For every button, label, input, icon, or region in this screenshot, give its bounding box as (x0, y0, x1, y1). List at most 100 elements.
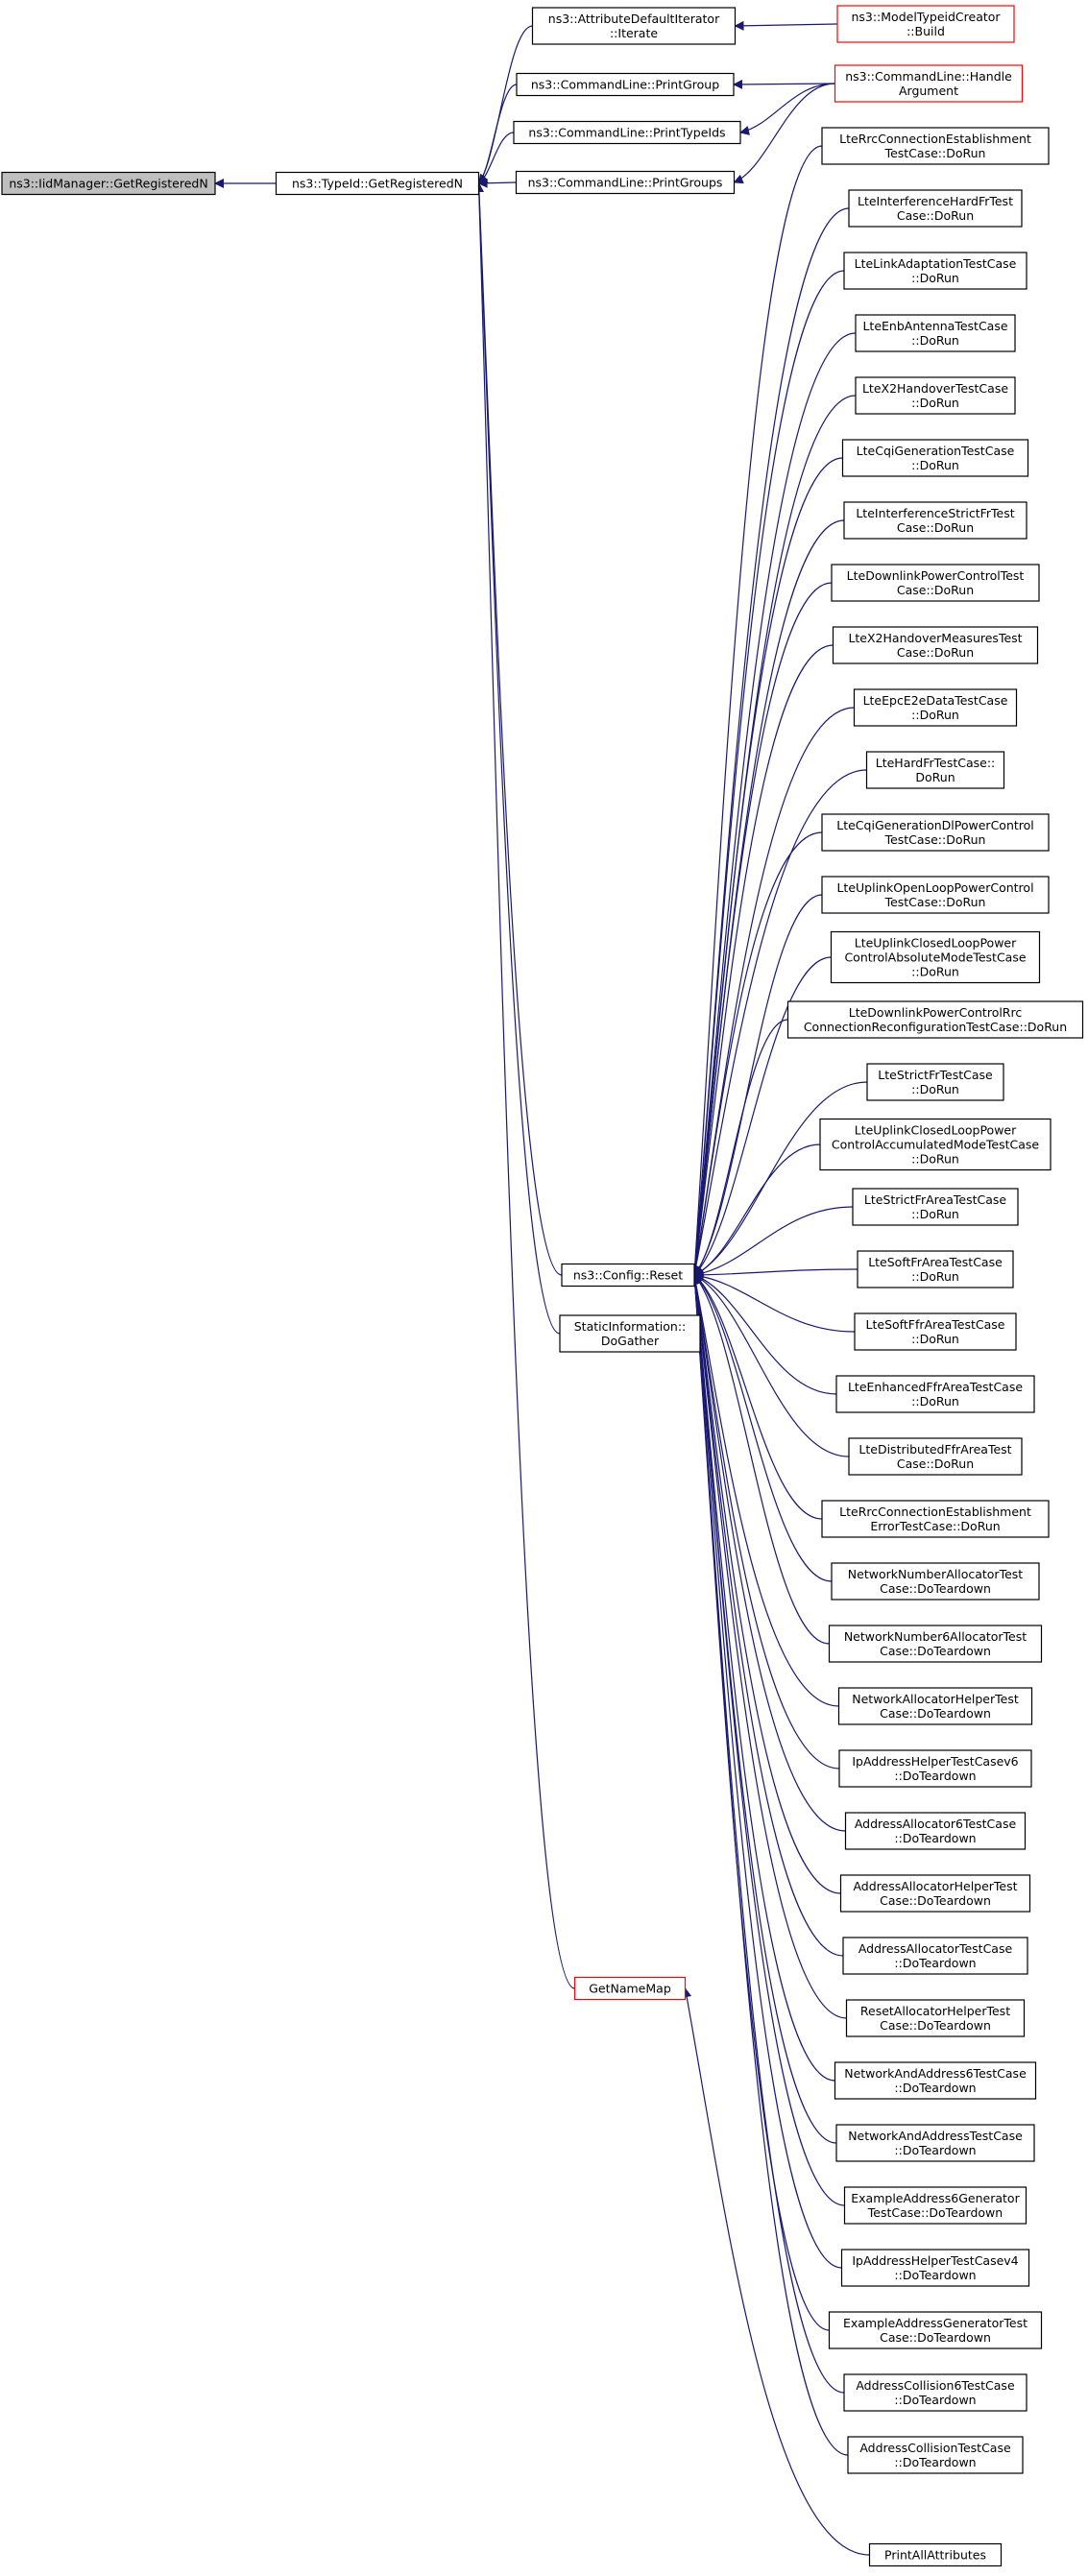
node-box[interactable] (841, 439, 1029, 477)
node-box[interactable] (513, 120, 741, 145)
node-staticInfo[interactable]: StaticInformation::DoGather (559, 1314, 701, 1353)
node-c13[interactable]: LteUplinkClosedLoopPowerControlAbsoluteM… (830, 930, 1041, 984)
node-c2[interactable]: LteLinkAdaptationTestCase::DoRun (843, 252, 1028, 290)
node-c18[interactable]: LteSoftFrAreaTestCase::DoRun (857, 1250, 1014, 1288)
node-box[interactable] (561, 1263, 695, 1288)
node-box[interactable] (821, 876, 1050, 914)
node-c14[interactable]: LteDownlinkPowerControlRrcConnectionReco… (786, 1000, 1084, 1039)
node-box[interactable] (843, 252, 1028, 290)
node-box[interactable] (838, 1749, 1032, 1788)
node-c28[interactable]: AddressAllocatorHelperTestCase::DoTeardo… (839, 1874, 1031, 1913)
node-printGroups[interactable]: ns3::CommandLine::PrintGroups (515, 170, 736, 195)
node-c11[interactable]: LteCqiGenerationDlPowerControlTestCase::… (821, 813, 1050, 852)
node-box[interactable] (852, 1188, 1019, 1226)
node-c25[interactable]: NetworkAllocatorHelperTestCase::DoTeardo… (837, 1687, 1033, 1725)
node-box[interactable] (821, 127, 1050, 165)
node-c33[interactable]: ExampleAddress6GeneratorTestCase::DoTear… (843, 2186, 1028, 2225)
node-box[interactable] (848, 1437, 1023, 1476)
node-box[interactable] (843, 501, 1028, 540)
node-c16[interactable]: LteUplinkClosedLoopPowerControlAccumulat… (819, 1118, 1052, 1171)
node-box[interactable] (1, 171, 216, 196)
node-box[interactable] (830, 930, 1041, 984)
node-c34[interactable]: IpAddressHelperTestCasev4::DoTeardown (840, 2249, 1030, 2287)
node-box[interactable] (786, 1000, 1084, 1039)
node-box[interactable] (854, 1312, 1017, 1351)
node-c36[interactable]: AddressCollision6TestCase::DoTeardown (843, 2373, 1028, 2412)
node-box[interactable] (832, 626, 1039, 664)
node-c37[interactable]: AddressCollisionTestCase::DoTeardown (847, 2436, 1024, 2474)
node-c4[interactable]: LteX2HandoverTestCase::DoRun (855, 376, 1016, 415)
node-printGroup[interactable]: ns3::CommandLine::PrintGroup (516, 72, 735, 97)
node-box[interactable] (839, 1874, 1031, 1913)
node-box[interactable] (559, 1314, 701, 1353)
node-c31[interactable]: NetworkAndAddress6TestCase::DoTeardown (834, 2061, 1037, 2100)
node-box[interactable] (857, 1250, 1014, 1288)
node-box[interactable] (868, 2542, 1003, 2567)
node-root[interactable]: ns3::IidManager::GetRegisteredN (1, 171, 216, 196)
node-c3[interactable]: LteEnbAntennaTestCase::DoRun (855, 314, 1016, 352)
node-c32[interactable]: NetworkAndAddressTestCase::DoTeardown (835, 2124, 1035, 2162)
node-box[interactable] (847, 2436, 1024, 2474)
node-box[interactable] (515, 170, 736, 195)
node-c26[interactable]: IpAddressHelperTestCasev6::DoTeardown (838, 1749, 1032, 1788)
node-c27[interactable]: AddressAllocator6TestCase::DoTeardown (844, 1812, 1027, 1850)
node-box[interactable] (855, 376, 1016, 415)
node-box[interactable] (531, 7, 737, 45)
node-box[interactable] (835, 1375, 1035, 1413)
node-c23[interactable]: NetworkNumberAllocatorTestCase::DoTeardo… (831, 1562, 1040, 1601)
node-printAll[interactable]: PrintAllAttributes (868, 2542, 1003, 2567)
node-box[interactable] (831, 1562, 1040, 1601)
node-box[interactable] (843, 2373, 1028, 2412)
node-c17[interactable]: LteStrictFrAreaTestCase::DoRun (852, 1188, 1019, 1226)
node-box[interactable] (275, 171, 480, 196)
node-getNameMap[interactable]: GetNameMap (573, 1976, 687, 2001)
node-box[interactable] (840, 2249, 1030, 2287)
node-c5[interactable]: LteCqiGenerationTestCase::DoRun (841, 439, 1029, 477)
node-c9[interactable]: LteEpcE2eDataTestCase::DoRun (853, 688, 1018, 727)
node-c0[interactable]: LteRrcConnectionEstablishmentTestCase::D… (821, 127, 1050, 165)
node-box[interactable] (848, 189, 1023, 228)
node-box[interactable] (853, 688, 1018, 727)
node-c12[interactable]: LteUplinkOpenLoopPowerControlTestCase::D… (821, 876, 1050, 914)
node-printTypeIds[interactable]: ns3::CommandLine::PrintTypeIds (513, 120, 741, 145)
node-box[interactable] (855, 314, 1016, 352)
node-attrIter[interactable]: ns3::AttributeDefaultIterator::Iterate (531, 7, 737, 45)
node-box[interactable] (831, 564, 1040, 602)
node-typeid[interactable]: ns3::TypeId::GetRegisteredN (275, 171, 480, 196)
node-box[interactable] (835, 2124, 1035, 2162)
node-box[interactable] (573, 1976, 687, 2001)
node-box[interactable] (845, 1999, 1026, 2037)
node-box[interactable] (866, 1063, 1004, 1101)
node-box[interactable] (828, 2311, 1043, 2349)
node-c19[interactable]: LteSoftFfrAreaTestCase::DoRun (854, 1312, 1017, 1351)
node-box[interactable] (843, 2186, 1028, 2225)
node-c15[interactable]: LteStrictFrTestCase::DoRun (866, 1063, 1004, 1101)
node-box[interactable] (834, 2061, 1037, 2100)
node-modelTypeid[interactable]: ns3::ModelTypeidCreator::Build (836, 5, 1015, 43)
node-configReset[interactable]: ns3::Config::Reset (561, 1263, 695, 1288)
node-box[interactable] (865, 751, 1005, 789)
node-c24[interactable]: NetworkNumber6AllocatorTestCase::DoTeard… (828, 1625, 1043, 1663)
node-box[interactable] (821, 1500, 1050, 1538)
node-box[interactable] (842, 1937, 1028, 1975)
node-box[interactable] (819, 1118, 1052, 1171)
node-c29[interactable]: AddressAllocatorTestCase::DoTeardown (842, 1937, 1028, 1975)
node-c10[interactable]: LteHardFrTestCase::DoRun (865, 751, 1005, 789)
node-c35[interactable]: ExampleAddressGeneratorTestCase::DoTeard… (828, 2311, 1043, 2349)
node-box[interactable] (821, 813, 1050, 852)
node-c22[interactable]: LteRrcConnectionEstablishmentErrorTestCa… (821, 1500, 1050, 1538)
node-box[interactable] (828, 1625, 1043, 1663)
node-c20[interactable]: LteEnhancedFfrAreaTestCase::DoRun (835, 1375, 1035, 1413)
node-box[interactable] (516, 72, 735, 97)
node-box[interactable] (844, 1812, 1027, 1850)
node-box[interactable] (834, 64, 1024, 103)
node-box[interactable] (836, 5, 1015, 43)
node-box[interactable] (837, 1687, 1033, 1725)
